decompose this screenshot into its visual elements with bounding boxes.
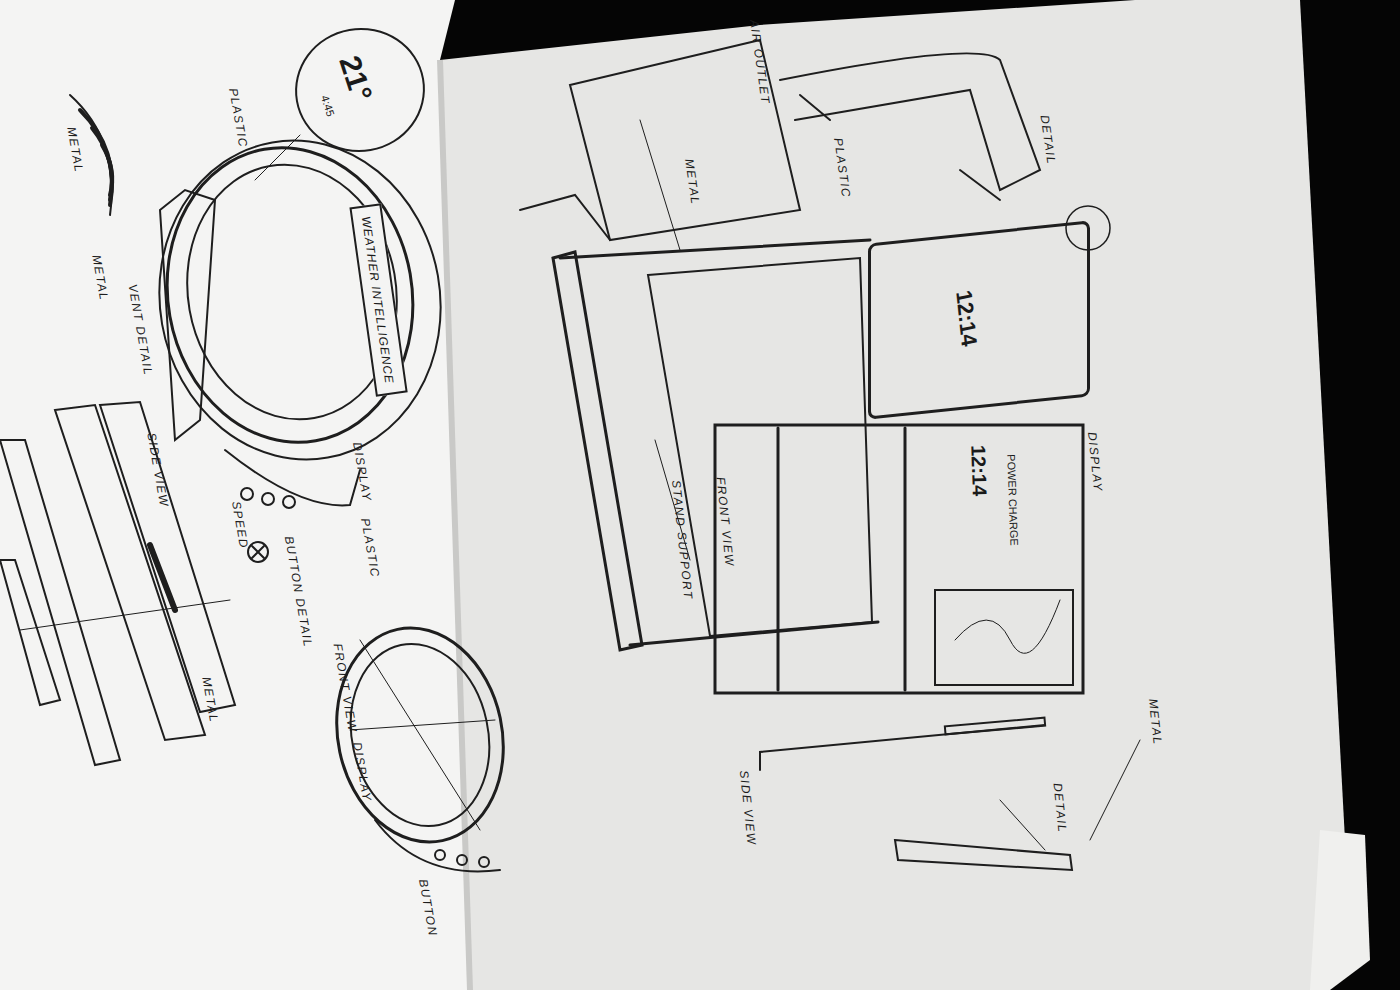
leader-line	[255, 135, 300, 180]
front-view-divider	[777, 428, 780, 690]
center-line	[360, 640, 480, 830]
side-view-bar	[760, 725, 1045, 770]
node-text: 12:14	[950, 288, 982, 349]
button	[241, 488, 253, 500]
center-line	[350, 720, 495, 730]
side-view-strip	[100, 402, 235, 712]
side-view-strip	[0, 440, 120, 765]
frame-bar	[560, 240, 870, 258]
button	[283, 496, 295, 508]
display-panel: 12:14	[868, 220, 1090, 419]
leader-line	[1000, 800, 1045, 850]
button	[457, 855, 467, 865]
side-view-strip	[0, 560, 60, 705]
outlet-body	[520, 195, 610, 240]
device-back	[160, 190, 215, 440]
device-front	[317, 612, 522, 857]
inner-panel	[935, 590, 1073, 685]
button	[479, 857, 489, 867]
left-page	[0, 0, 470, 990]
leader-line	[640, 120, 680, 250]
device-display	[167, 148, 416, 436]
device-face	[144, 128, 436, 462]
stand-leg	[553, 252, 642, 650]
vent-arc	[80, 110, 112, 205]
vent-arc	[102, 145, 112, 195]
outlet-detail	[780, 53, 1040, 190]
outlet-arrow	[800, 95, 1000, 200]
node-subtext: 4:45	[318, 94, 336, 118]
right-page	[440, 0, 1345, 990]
button	[435, 850, 445, 860]
device-base	[375, 820, 500, 871]
side-view-strip	[55, 405, 205, 740]
side-view-detail	[945, 718, 1045, 735]
middle-panel	[648, 258, 872, 636]
button-detail-symbol	[248, 542, 268, 562]
button-detail-symbol	[252, 546, 264, 558]
node-text: 12:14	[966, 444, 991, 496]
sketch-curve	[955, 600, 1060, 653]
front-view-divider	[904, 428, 907, 690]
front-display: 12:14 POWER CHARGE	[908, 425, 1083, 590]
center-line	[20, 600, 230, 630]
slot	[150, 545, 175, 610]
device-front-display	[334, 631, 505, 839]
node-text: 21°	[332, 52, 378, 106]
node-subtext: POWER CHARGE	[1005, 454, 1020, 546]
leader-line	[1090, 740, 1140, 840]
spine-shadow	[440, 60, 470, 990]
vent-arc	[92, 128, 112, 200]
pen-detail	[895, 840, 1072, 870]
device-housing	[134, 118, 465, 482]
button	[262, 493, 274, 505]
front-view-frame	[715, 425, 1083, 693]
page-stack	[1310, 830, 1370, 990]
